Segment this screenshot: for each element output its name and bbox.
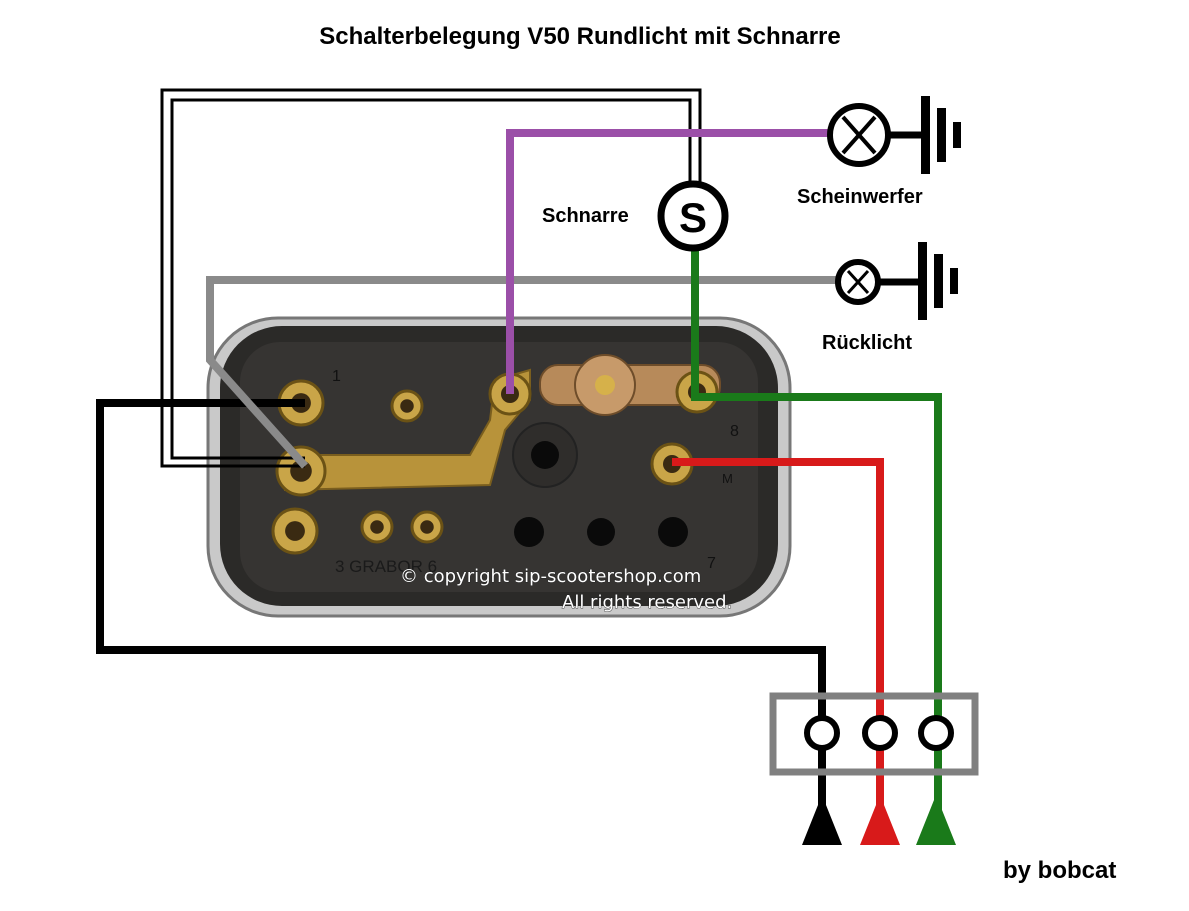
terminal-label-m: M <box>722 471 733 486</box>
switch-hole <box>514 517 544 547</box>
plug-green <box>916 795 956 845</box>
terminal-connector-black <box>802 715 842 845</box>
maker-engraving: 3 GRABOR 6 <box>335 557 437 576</box>
wire-green <box>691 250 942 820</box>
wire-white <box>160 88 702 468</box>
ruecklicht-label: Rücklicht <box>822 332 912 354</box>
terminal-connector-green <box>916 715 956 845</box>
light-switch-body <box>206 316 792 618</box>
switch-pin <box>275 445 327 497</box>
copyright-line-1: © copyright sip-scootershop.com <box>400 566 701 587</box>
headlight-lamp-icon <box>827 103 925 167</box>
switch-pin <box>271 507 319 555</box>
terminal-number-7: 7 <box>707 555 716 572</box>
ground-icon <box>921 96 961 174</box>
taillight-lamp-icon <box>835 259 922 305</box>
switch-hole <box>658 517 688 547</box>
plug-black <box>802 795 842 845</box>
plug-red <box>860 795 900 845</box>
brass-bridge-left <box>284 368 531 492</box>
schnarre-symbol: S <box>657 180 729 252</box>
terminal-connector-red <box>860 715 900 845</box>
switch-pin <box>410 510 444 544</box>
terminal-block <box>769 692 979 776</box>
terminal-number-1: 1 <box>332 368 341 385</box>
switch-hole <box>587 518 615 546</box>
ground-icon <box>918 242 958 320</box>
wire-red <box>672 458 884 820</box>
wire-gray <box>206 276 838 469</box>
scheinwerfer-label: Scheinwerfer <box>797 186 923 208</box>
schnarre-s-glyph: S <box>679 194 707 241</box>
signature: by bobcat <box>1003 857 1116 884</box>
schnarre-label: Schnarre <box>542 205 629 227</box>
terminal-number-8: 8 <box>730 423 739 440</box>
switch-pin <box>360 510 394 544</box>
diagram-title: Schalterbelegung V50 Rundlicht mit Schna… <box>319 23 840 50</box>
wire-violet <box>506 129 830 394</box>
switch-pin <box>390 389 424 423</box>
wire-black <box>96 399 826 820</box>
copyright-line-2: All rights reserved. <box>562 592 732 613</box>
